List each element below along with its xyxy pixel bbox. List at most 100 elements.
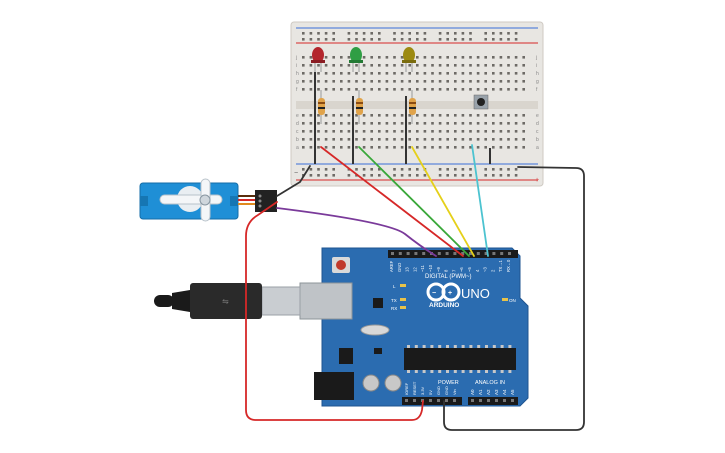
- breadboard-hole: [461, 38, 465, 41]
- breadboard-hole: [507, 32, 510, 35]
- breadboard-hole: [400, 88, 404, 91]
- led-yellow[interactable]: [402, 47, 416, 72]
- breadboard-hole: [469, 32, 472, 35]
- breadboard-hole: [332, 138, 335, 141]
- breadboard-hole: [362, 174, 366, 177]
- breadboard-hole: [492, 64, 495, 67]
- breadboard-hole: [408, 32, 411, 35]
- breadboard-hole: [362, 80, 366, 83]
- breadboard-hole: [446, 80, 449, 83]
- breadboard-hole: [317, 38, 320, 41]
- breadboard-hole: [385, 114, 389, 117]
- breadboard-hole: [385, 64, 389, 67]
- breadboard-hole: [416, 80, 419, 83]
- breadboard-hole: [416, 168, 419, 171]
- breadboard-hole: [484, 80, 487, 83]
- breadboard-hole: [423, 80, 427, 83]
- chip-leg: [461, 345, 465, 348]
- breadboard-hole: [423, 122, 427, 125]
- header-hole: [453, 252, 457, 255]
- chip-leg: [508, 345, 512, 348]
- breadboard-hole: [385, 130, 389, 133]
- breadboard-hole: [514, 38, 518, 41]
- breadboard-hole: [408, 114, 411, 117]
- breadboard-row-letter: j: [295, 55, 297, 61]
- breadboard-hole: [362, 130, 366, 133]
- breadboard-hole: [400, 146, 404, 149]
- breadboard-hole: [423, 138, 427, 141]
- rail-plus-label: +: [535, 177, 539, 184]
- breadboard-hole: [507, 130, 510, 133]
- breadboard-hole: [514, 80, 518, 83]
- push-button[interactable]: [473, 94, 489, 110]
- crystal: [360, 324, 390, 336]
- chip-legs: [407, 345, 512, 373]
- resistor-3[interactable]: [409, 90, 416, 124]
- led-green[interactable]: [349, 47, 363, 72]
- breadboard-hole: [324, 130, 328, 133]
- breadboard-hole: [408, 80, 411, 83]
- analog-pin-label: A3: [494, 389, 499, 395]
- breadboard-hole: [469, 138, 472, 141]
- digital-pin-label: ~9: [436, 267, 441, 272]
- breadboard-hole: [492, 168, 495, 171]
- breadboard-hole: [362, 122, 366, 125]
- breadboard-hole: [461, 88, 465, 91]
- breadboard-hole: [454, 174, 457, 177]
- breadboard-hole: [400, 138, 404, 141]
- breadboard-row-letter: d: [296, 121, 299, 127]
- chip-leg: [453, 370, 457, 373]
- breadboard-hole: [385, 122, 389, 125]
- breadboard-hole: [385, 80, 389, 83]
- breadboard-hole: [309, 88, 313, 91]
- breadboard-hole: [317, 80, 320, 83]
- breadboard-hole: [507, 168, 510, 171]
- atmega-chip: [404, 348, 516, 370]
- breadboard-hole: [332, 130, 335, 133]
- breadboard-hole: [438, 38, 442, 41]
- chip-leg: [422, 345, 426, 348]
- breadboard-hole: [378, 56, 381, 59]
- breadboard-hole: [302, 72, 305, 75]
- breadboard-hole: [309, 72, 313, 75]
- header-hole: [405, 399, 408, 402]
- breadboard-hole: [302, 88, 305, 91]
- breadboard-hole: [408, 138, 411, 141]
- breadboard-hole: [476, 130, 480, 133]
- breadboard-hole: [393, 80, 396, 83]
- breadboard-hole: [431, 146, 434, 149]
- header-hole: [511, 399, 514, 402]
- breadboard-hole: [499, 114, 503, 117]
- breadboard-hole: [355, 138, 358, 141]
- wire-red-signal: [320, 146, 464, 257]
- breadboard-row-letter: h: [536, 71, 539, 77]
- resistor-2[interactable]: [356, 90, 363, 124]
- servo-motor[interactable]: [139, 178, 277, 222]
- breadboard-hole: [347, 80, 351, 83]
- breadboard-hole: [522, 122, 525, 125]
- resistor-1[interactable]: [318, 90, 325, 124]
- breadboard-hole: [507, 72, 510, 75]
- digital-pin-label: 4: [475, 269, 480, 272]
- breadboard-row-letter: c: [296, 129, 299, 135]
- breadboard-hole: [347, 88, 351, 91]
- breadboard-hole: [324, 122, 328, 125]
- breadboard-hole: [514, 64, 518, 67]
- breadboard-hole: [416, 38, 419, 41]
- breadboard-hole: [514, 168, 518, 171]
- analog-pin-label: A2: [486, 389, 491, 395]
- led-red[interactable]: [311, 47, 325, 72]
- breadboard-hole: [355, 38, 358, 41]
- breadboard-hole: [438, 174, 442, 177]
- breadboard-hole: [309, 56, 313, 59]
- breadboard-hole: [393, 122, 396, 125]
- breadboard-hole: [454, 138, 457, 141]
- breadboard-hole: [317, 168, 320, 171]
- breadboard-hole: [393, 130, 396, 133]
- arduino-uno[interactable]: − + ARDUINO UNO DIGITAL (PWM~) ANALOG IN…: [299, 247, 529, 407]
- breadboard-hole: [340, 130, 343, 133]
- breadboard-hole: [355, 130, 358, 133]
- arduino-logo: − +: [426, 282, 461, 302]
- breadboard-hole: [469, 88, 472, 91]
